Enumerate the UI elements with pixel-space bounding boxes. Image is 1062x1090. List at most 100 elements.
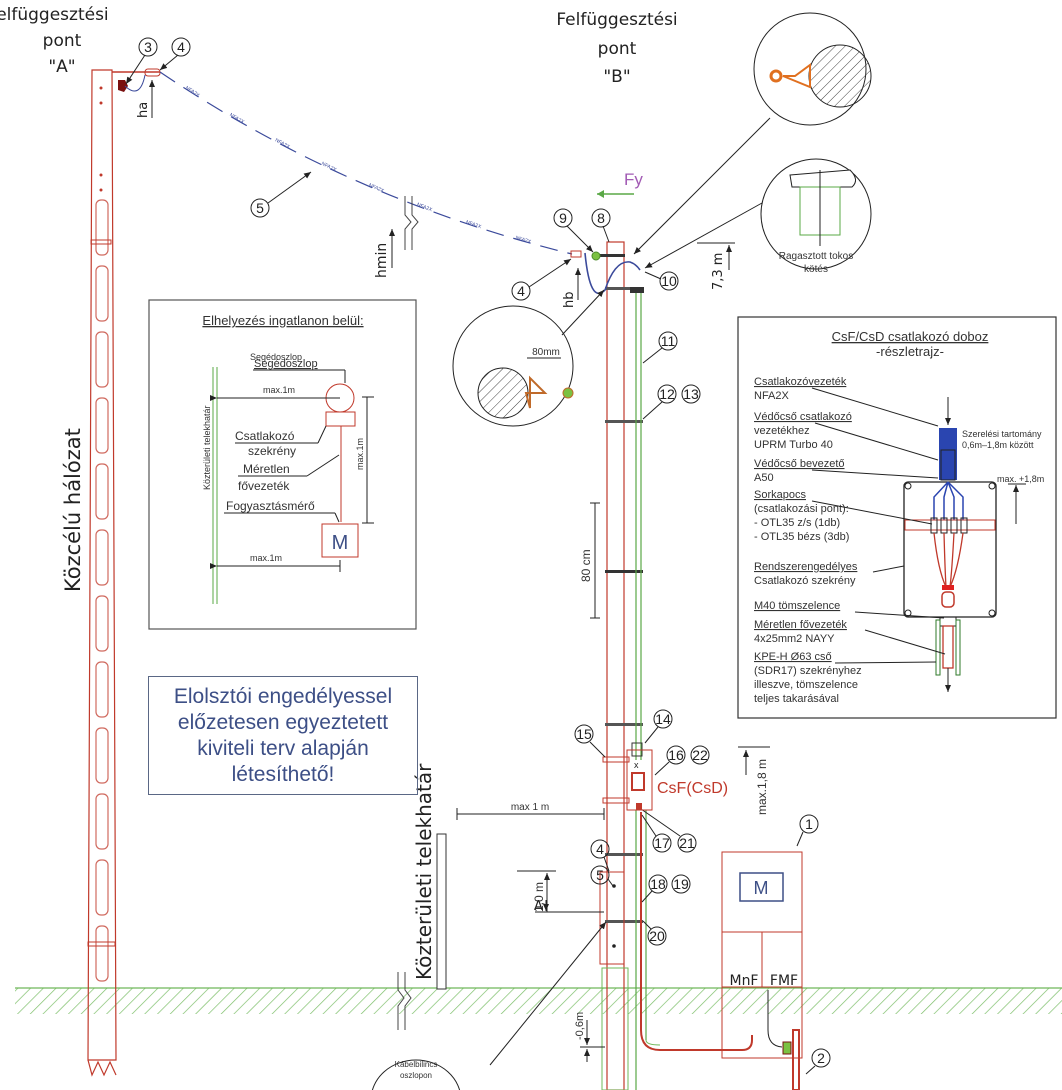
detail-item-head: Védőcső csatlakozó bbox=[754, 411, 852, 423]
callout-9: 9 bbox=[553, 208, 594, 253]
label-hb: hb bbox=[562, 292, 577, 309]
svg-text:4: 4 bbox=[596, 841, 604, 857]
callout-8: 8 bbox=[591, 208, 611, 243]
svg-text:19: 19 bbox=[673, 876, 689, 892]
svg-text:Segédoszlop: Segédoszlop bbox=[250, 352, 302, 362]
detail-glued-joint: Ragasztott tokos kötés bbox=[644, 158, 872, 275]
inset-title: Elhelyezés ingatlanon belül: bbox=[202, 313, 363, 328]
placement-inset-frame bbox=[148, 299, 417, 630]
svg-text:pont: pont bbox=[598, 39, 637, 59]
placement-inset: Elhelyezés ingatlanon belül: Közterületi… bbox=[202, 313, 374, 604]
svg-text:max.1m: max.1m bbox=[263, 385, 295, 395]
callout-15: 15 bbox=[574, 724, 606, 758]
meter-cabinet: M MnF FMF bbox=[721, 851, 803, 1090]
label-80mm: 80mm bbox=[532, 347, 560, 358]
detail-item-head: Méretlen fővezeték bbox=[754, 619, 847, 631]
svg-text:4: 4 bbox=[517, 283, 525, 299]
ground-hatch bbox=[15, 988, 1062, 1014]
detail-item-line: - OTL35 z/s (1db) bbox=[754, 517, 840, 529]
svg-text:Szerelési tartomány: Szerelési tartomány bbox=[962, 429, 1042, 439]
svg-text:Felfüggesztési: Felfüggesztési bbox=[0, 5, 109, 25]
detail-item-head: KPE-H Ø63 cső bbox=[754, 651, 832, 663]
svg-text:fővezeték: fővezeték bbox=[238, 479, 290, 493]
callout-4b: 4 bbox=[511, 258, 572, 301]
callout-2: 2 bbox=[805, 1048, 831, 1075]
svg-text:12: 12 bbox=[659, 386, 675, 402]
svg-text:1: 1 bbox=[805, 816, 813, 832]
detail-item-head: Sorkapocs bbox=[754, 489, 806, 501]
svg-text:pont: pont bbox=[43, 31, 82, 51]
callout-21: 21 bbox=[640, 808, 697, 853]
svg-text:4: 4 bbox=[177, 39, 185, 55]
svg-text:Méretlen: Méretlen bbox=[243, 462, 290, 476]
cable-mark: NFA2X bbox=[416, 202, 434, 213]
svg-text:Közterületi telekhatár: Közterületi telekhatár bbox=[202, 405, 212, 490]
svg-text:max.1m: max.1m bbox=[355, 438, 365, 470]
break-symbol bbox=[404, 196, 419, 250]
anchor-clamp bbox=[118, 80, 128, 92]
detail-item-head: Csatlakozóvezeték bbox=[754, 376, 847, 388]
conduit bbox=[630, 287, 753, 1090]
detail-item-line: - OTL35 bézs (3db) bbox=[754, 531, 849, 543]
svg-text:0,6m–1,8m között: 0,6m–1,8m között bbox=[962, 440, 1034, 450]
title-b: Felfüggesztési pont "B" bbox=[556, 10, 677, 87]
label-csf: CsF(CsD) bbox=[657, 780, 728, 797]
cable-mark: NFA2X bbox=[320, 161, 337, 174]
svg-text:14: 14 bbox=[655, 711, 671, 727]
svg-text:"B": "B" bbox=[603, 67, 630, 87]
service-loop bbox=[584, 252, 641, 295]
svg-text:3: 3 bbox=[144, 39, 152, 55]
label-public-network: Közcélú hálózat bbox=[61, 428, 85, 592]
callout-17: 17 bbox=[641, 814, 672, 853]
hook-9 bbox=[591, 251, 601, 261]
detail-item-line: vezetékhez bbox=[754, 425, 810, 437]
callout-3: 3 bbox=[125, 37, 158, 85]
svg-text:15: 15 bbox=[576, 726, 592, 742]
callout-12: 12 bbox=[642, 384, 677, 420]
svg-text:5: 5 bbox=[596, 867, 604, 883]
label-max-1-8m: max.1,8 m bbox=[755, 759, 769, 815]
svg-text:"A": "A" bbox=[48, 57, 75, 77]
svg-text:8: 8 bbox=[597, 210, 605, 226]
overhead-cable bbox=[159, 71, 573, 255]
svg-text:11: 11 bbox=[661, 333, 676, 349]
svg-text:9: 9 bbox=[559, 210, 567, 226]
label-mnf: MnF bbox=[729, 973, 758, 989]
pole-b bbox=[599, 241, 643, 1090]
callout-1: 1 bbox=[796, 814, 819, 847]
detail-item-line: UPRM Turbo 40 bbox=[754, 439, 833, 451]
callout-13: 13 bbox=[681, 384, 701, 404]
svg-text:17: 17 bbox=[654, 835, 670, 851]
cable-mark: NFA2X bbox=[368, 182, 386, 194]
label-a: A bbox=[534, 899, 543, 914]
label-80cm: 80 cm bbox=[579, 549, 593, 582]
detail-hook-top bbox=[633, 12, 872, 255]
detail-item-line: (SDR17) szekrényhez bbox=[754, 665, 862, 677]
detail-box-title: CsF/CsD csatlakozó doboz bbox=[832, 329, 989, 344]
detail-clamp: 80mm bbox=[452, 289, 605, 427]
label-fy: Fy bbox=[624, 170, 643, 189]
cable-mark: NFA2X bbox=[515, 235, 533, 245]
detail-item-line: (csatlakozási pont): bbox=[754, 503, 849, 515]
label-fmf: FMF bbox=[770, 973, 798, 989]
svg-text:Felfüggesztési: Felfüggesztési bbox=[556, 10, 677, 30]
svg-text:Csatlakozó: Csatlakozó bbox=[235, 429, 295, 443]
svg-text:22: 22 bbox=[692, 747, 708, 763]
detail-item-line: A50 bbox=[754, 472, 774, 484]
title-a: Felfüggesztési pont "A" bbox=[0, 5, 109, 77]
inset-aux-pole: Segédoszlop bbox=[254, 358, 318, 370]
svg-text:2: 2 bbox=[817, 1050, 825, 1066]
detail-item-line: teljes takarásával bbox=[754, 693, 839, 705]
csf-box: x bbox=[626, 749, 653, 811]
svg-text:5: 5 bbox=[256, 200, 264, 216]
callout-20: 20 bbox=[642, 920, 667, 946]
svg-text:x: x bbox=[634, 760, 639, 770]
callout-16: 16 bbox=[654, 745, 686, 776]
label-public-boundary: Közterületi telekhatár bbox=[412, 763, 436, 980]
detail-item-head: Védőcső bevezető bbox=[754, 458, 845, 470]
detail-box: CsF/CsD csatlakozó doboz -részletrajz- C… bbox=[754, 329, 1044, 705]
svg-text:max. +1,8m: max. +1,8m bbox=[997, 474, 1044, 484]
detail-cable-clamp: Kábelbilincs oszlopon bbox=[371, 921, 607, 1090]
